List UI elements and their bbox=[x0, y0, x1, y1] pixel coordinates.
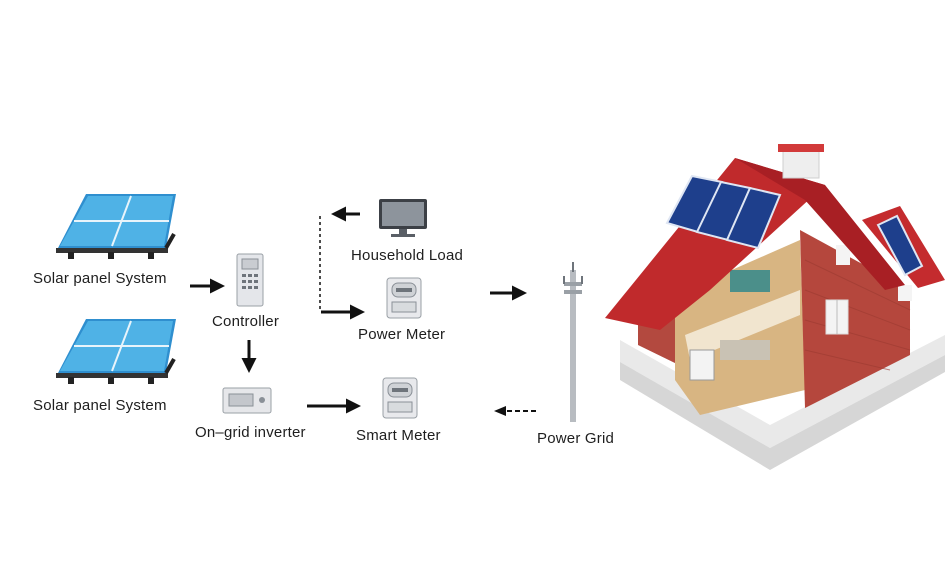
controller-icon bbox=[236, 253, 264, 307]
solar-panel-system-label-1: Solar panel System bbox=[33, 270, 167, 287]
solar-panel-icon bbox=[56, 319, 176, 384]
power-grid-label: Power Grid bbox=[537, 430, 615, 447]
inverter-icon bbox=[222, 387, 272, 414]
power-meter-label: Power Meter bbox=[358, 326, 446, 343]
controller-label: Controller bbox=[212, 313, 280, 330]
roof-solar-panels bbox=[665, 174, 924, 277]
inverter-label: On–grid inverter bbox=[195, 424, 306, 441]
power-meter-icon bbox=[386, 277, 422, 319]
house-illustration bbox=[605, 144, 945, 470]
power-pole-icon bbox=[563, 262, 583, 422]
smart-meter-label: Smart Meter bbox=[356, 427, 441, 444]
monitor-icon bbox=[379, 199, 427, 237]
smart-meter-icon bbox=[382, 377, 418, 419]
solar-panel-icon bbox=[56, 194, 176, 259]
solar-panel-system-label-2: Solar panel System bbox=[33, 397, 167, 414]
household-load-label: Household Load bbox=[351, 247, 464, 264]
